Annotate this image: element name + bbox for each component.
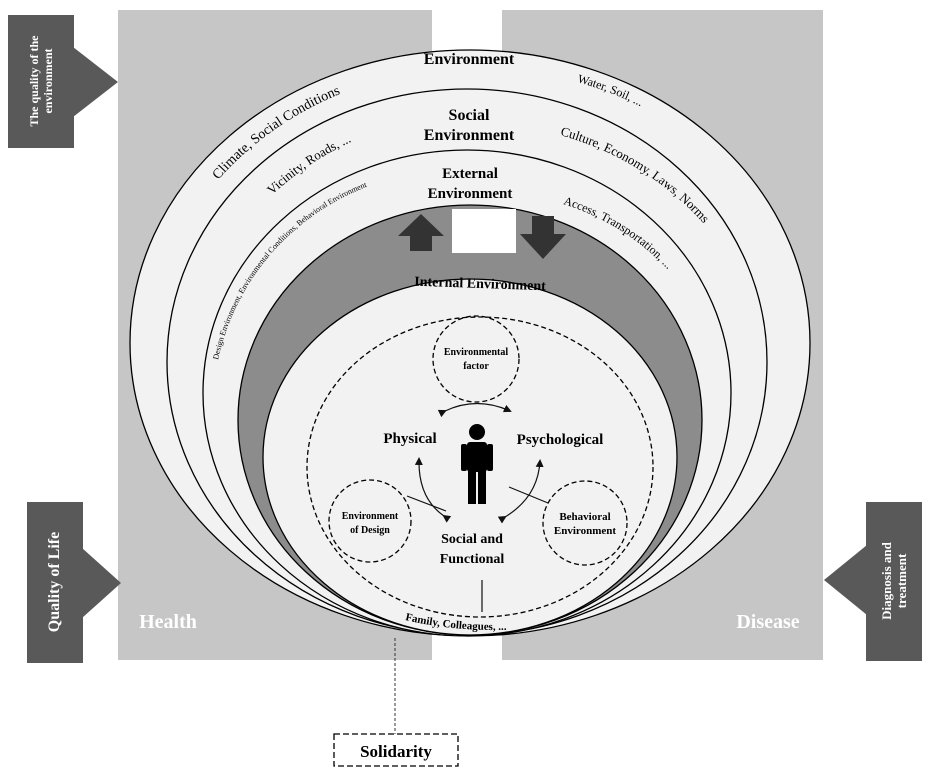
health-label: Health <box>139 611 197 633</box>
disease-label: Disease <box>736 611 799 633</box>
quality-of-life-text: Quality of Life <box>46 531 63 633</box>
diagnosis-treatment-line2: treatment <box>894 553 909 609</box>
down-arrow-icon <box>520 216 566 259</box>
up-arrow-icon <box>398 214 444 251</box>
design-connector <box>406 495 447 512</box>
behavioral-connector <box>508 486 549 504</box>
quality-of-environment-callout <box>8 15 118 148</box>
environmental-factor-line1: Environmental <box>444 347 508 358</box>
diagnosis-treatment-line1: Diagnosis and <box>879 542 894 620</box>
psychological-label: Psychological <box>517 432 604 448</box>
environmental-factor-circle <box>432 315 520 403</box>
social-psychological-arrow <box>497 459 544 524</box>
solidarity-box <box>333 733 459 767</box>
social-environment-title-line1: Social <box>449 107 490 124</box>
diagnosis-treatment-label: Diagnosis and treatment <box>879 542 909 620</box>
person-icon <box>461 424 493 504</box>
physical-label: Physical <box>383 431 436 447</box>
ring-dashed-inner <box>306 316 654 618</box>
social-functional-line2: Functional <box>440 552 505 567</box>
quality-of-environment-label: The quality of the environment <box>27 35 55 126</box>
environmental-factor-line2: factor <box>463 361 489 372</box>
environment-of-design-circle <box>328 479 412 563</box>
social-environment-title-line2: Environment <box>424 127 515 144</box>
social-functional-line1: Social and <box>441 532 503 547</box>
social-physical-arrow <box>414 457 452 523</box>
environment-title: Environment <box>424 51 515 68</box>
quality-of-environment-line2: environment <box>41 48 55 114</box>
external-environment-title-line1: External <box>442 166 498 182</box>
environment-of-design-line1: Environment <box>342 511 399 522</box>
environment-of-design-line2: of Design <box>350 525 390 536</box>
external-environment-title-line2: Environment <box>428 186 513 202</box>
behavioral-environment-line1: Behavioral <box>559 511 610 523</box>
quality-of-life-label: Quality of Life <box>46 532 64 632</box>
quality-of-life-callout <box>27 502 121 663</box>
internal-environment-title: Internal Environment <box>414 275 546 295</box>
quality-of-environment-line1: The quality of the <box>27 35 41 127</box>
physical-psychological-arrow <box>437 402 512 418</box>
exchange-window <box>452 209 516 253</box>
behavioral-environment-line2: Environment <box>554 525 616 537</box>
diagnosis-treatment-callout <box>824 502 922 661</box>
solidarity-label: Solidarity <box>360 742 432 761</box>
